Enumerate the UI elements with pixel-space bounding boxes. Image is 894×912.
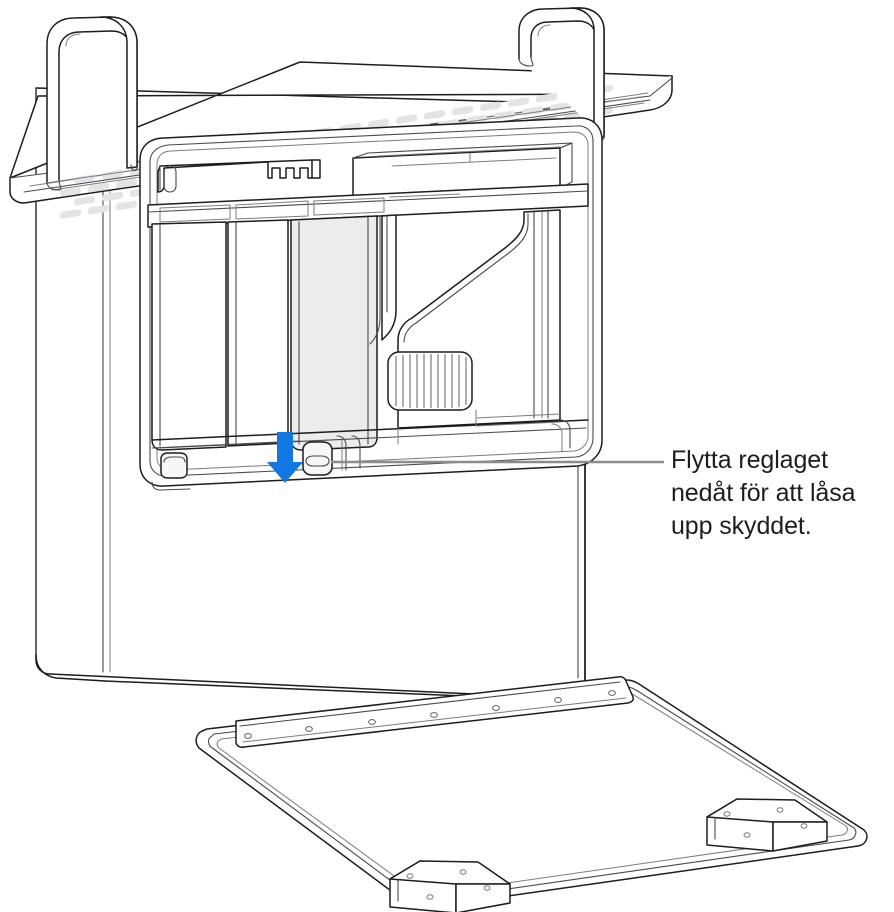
hinge-screw-holes bbox=[244, 690, 616, 739]
highlighted-card-module bbox=[290, 215, 378, 451]
vertical-fin-vent bbox=[387, 351, 473, 411]
down-arrow-icon bbox=[267, 432, 303, 483]
handle-left bbox=[46, 16, 138, 191]
middle-separator bbox=[369, 214, 397, 345]
front-latch-tab[interactable] bbox=[160, 452, 188, 479]
cover-hinge-strip bbox=[235, 676, 634, 748]
interior-structure bbox=[147, 142, 589, 453]
pcie-slot-group bbox=[151, 215, 378, 451]
handle-right bbox=[518, 7, 605, 141]
callout-text: Flytta reglaget nedåt för att låsa upp s… bbox=[671, 446, 863, 540]
latch-area bbox=[151, 435, 361, 491]
cover-bracket-left bbox=[389, 860, 511, 912]
divider-shelf bbox=[147, 183, 589, 228]
side-cover-panel bbox=[195, 676, 868, 912]
upper-bracket-with-notches bbox=[157, 159, 321, 193]
cover-bracket-right bbox=[706, 798, 828, 852]
release-latch-slider[interactable] bbox=[302, 441, 333, 476]
lower-right-detail bbox=[551, 419, 571, 453]
